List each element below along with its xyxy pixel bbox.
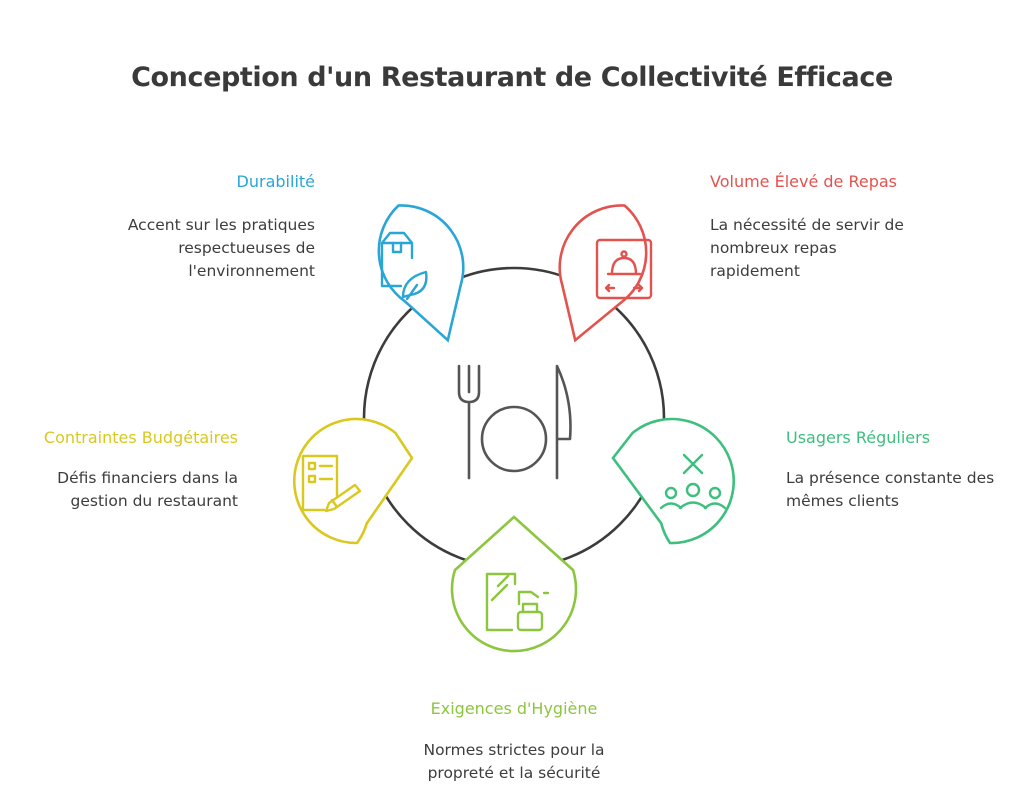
diagram-title: Conception d'un Restaurant de Collectivi… <box>131 62 893 93</box>
label-durabilite: Durabilité <box>236 172 315 191</box>
bubble-hygiene <box>450 515 578 653</box>
label-volume-repas: Volume Élevé de Repas <box>710 172 898 191</box>
desc-usagers: La présence constante des mêmes clients <box>786 469 995 510</box>
fork-knife-plate-icon <box>457 364 572 480</box>
bubble-durabilite <box>377 204 465 343</box>
checklist-pencil-icon <box>301 454 362 513</box>
cleaning-spray-icon <box>485 572 550 632</box>
bubble-volume-repas <box>558 204 653 343</box>
bubble-budget <box>292 417 414 545</box>
group-users-icon <box>659 453 727 510</box>
desc-budget: Défis financiers dans la gestion du rest… <box>57 469 238 510</box>
box-leaf-icon <box>380 231 428 301</box>
desc-volume-repas: La nécessité de servir de nombreux repas… <box>710 216 904 280</box>
desc-hygiene: Normes strictes pour la propreté et la s… <box>423 741 605 782</box>
cloche-platter-icon <box>595 238 653 300</box>
bubble-usagers <box>611 417 735 545</box>
label-usagers: Usagers Réguliers <box>786 428 931 447</box>
label-budget: Contraintes Budgétaires <box>43 428 238 447</box>
label-hygiene: Exigences d'Hygiène <box>430 699 598 718</box>
desc-durabilite: Accent sur les pratiques respectueuses d… <box>127 216 315 280</box>
